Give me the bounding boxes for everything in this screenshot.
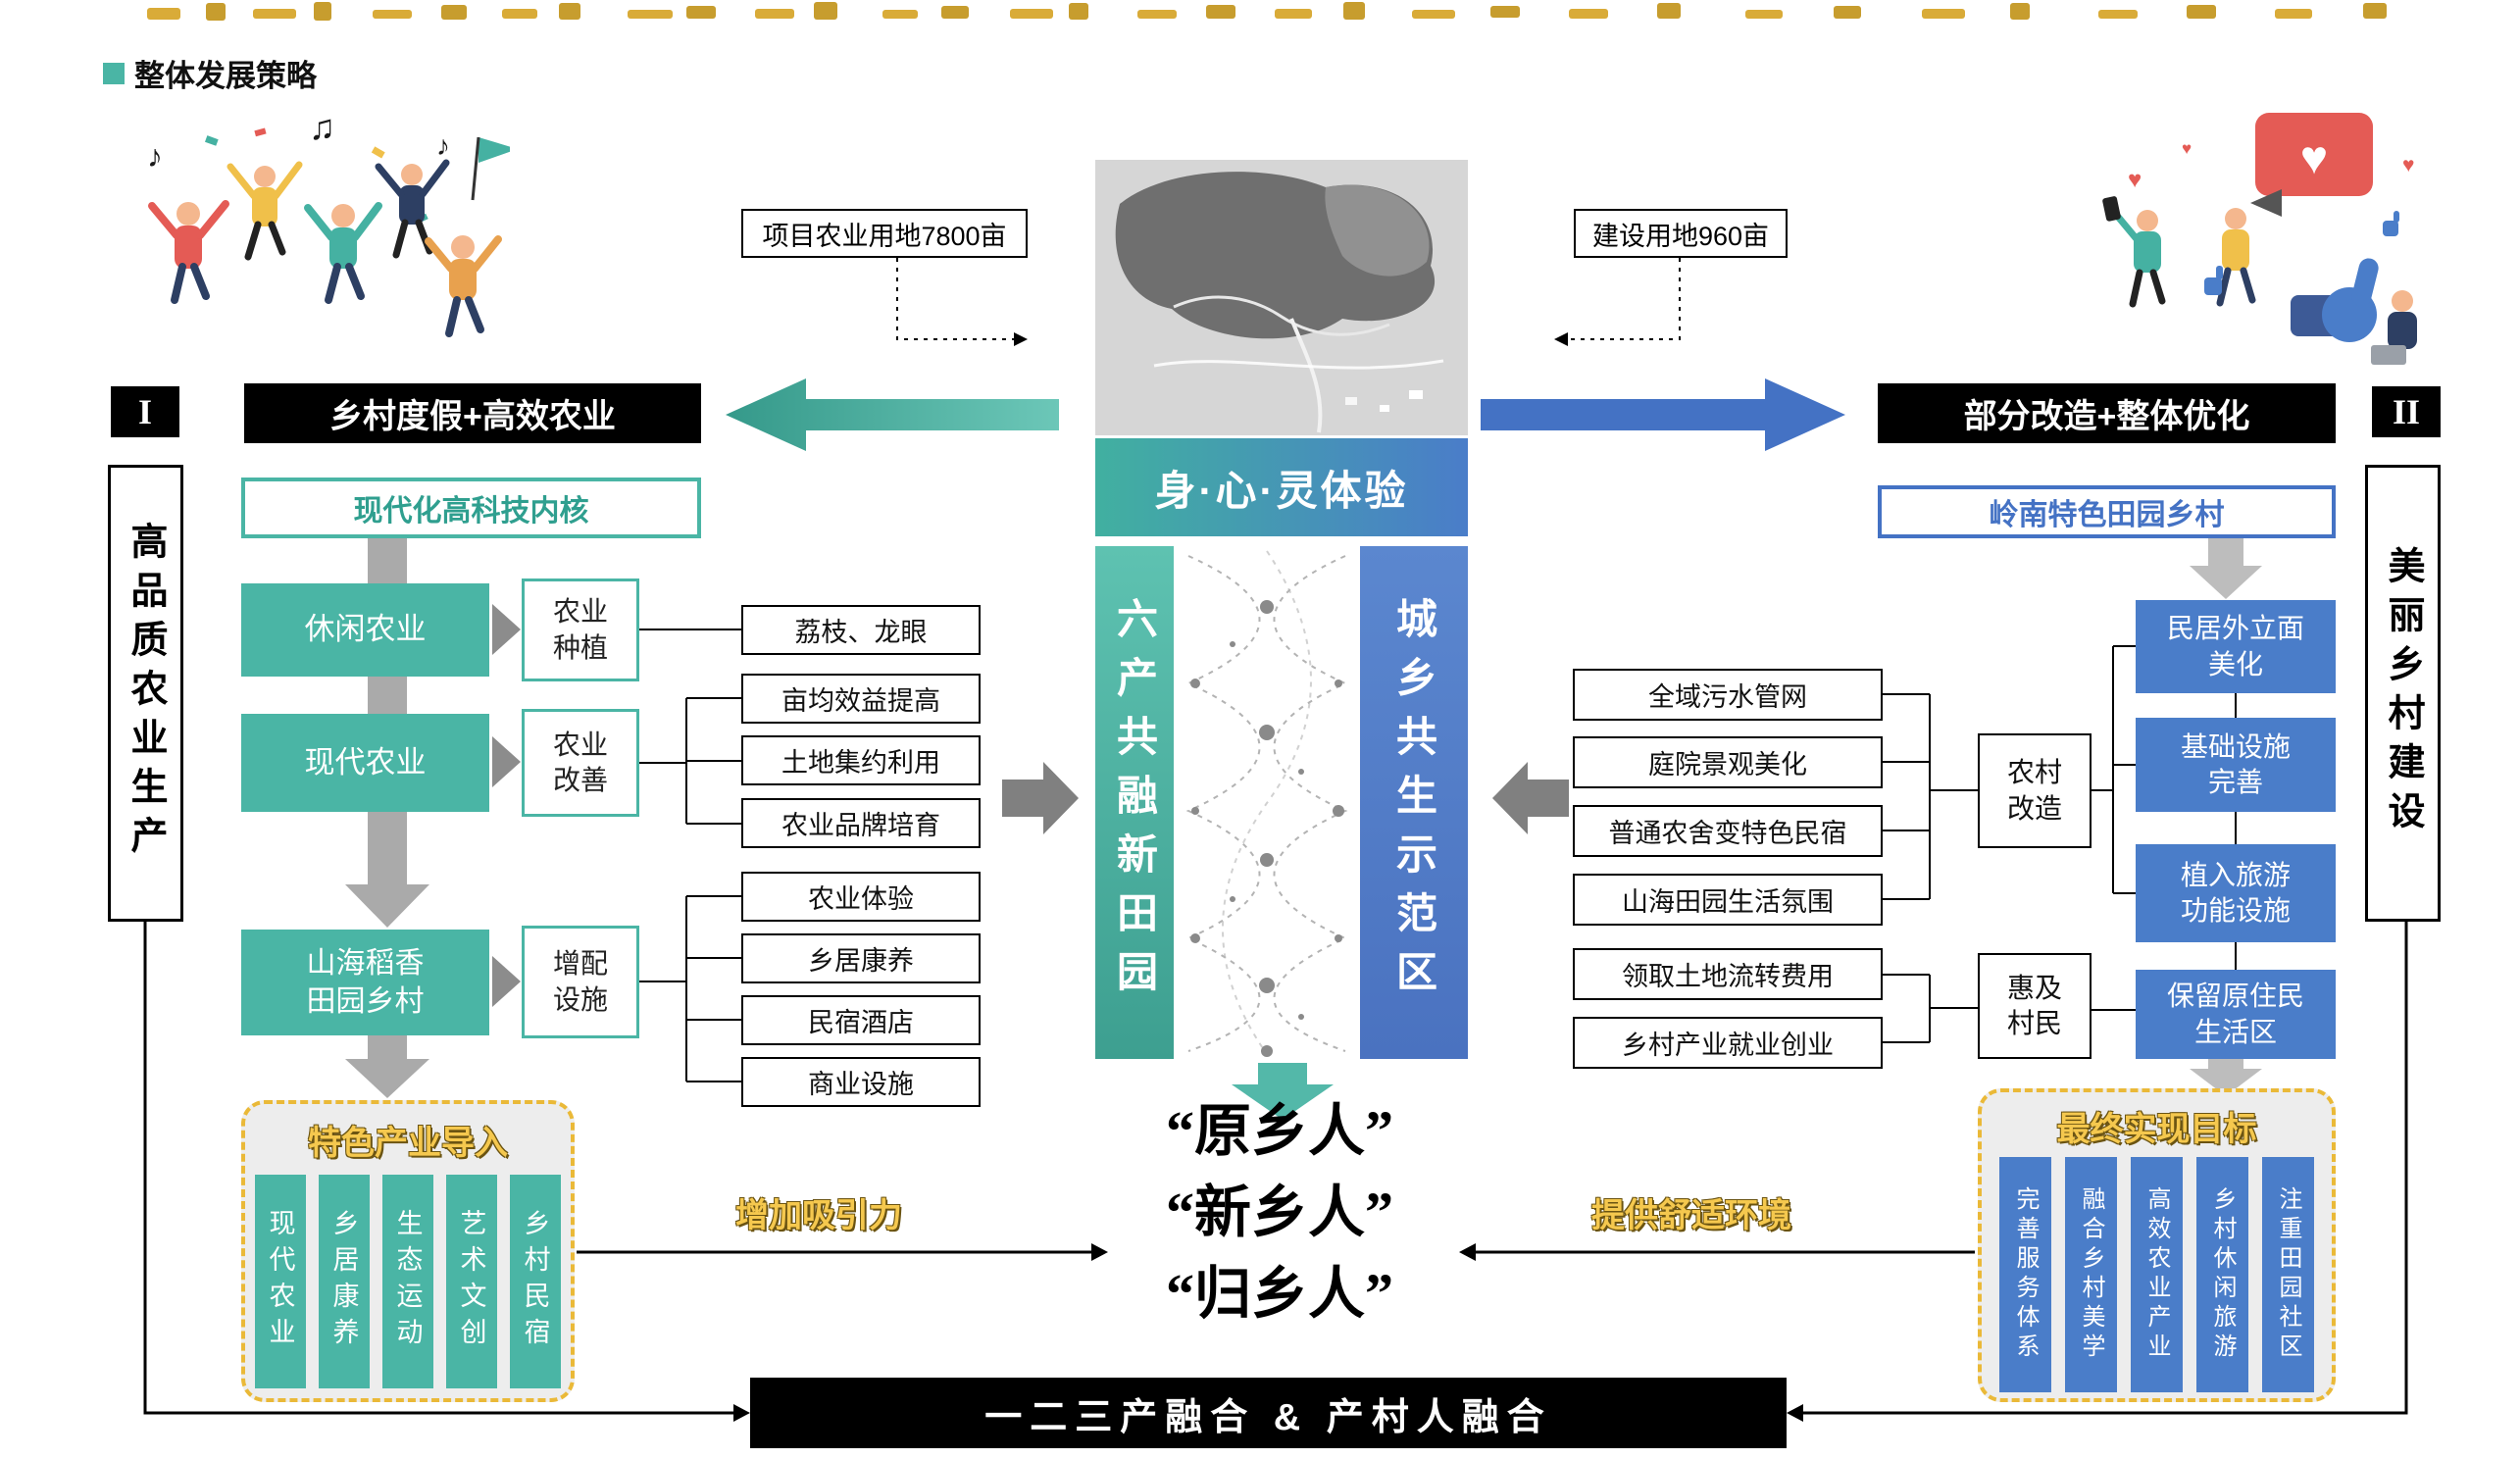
helix-graphic — [1185, 550, 1348, 1057]
dashed-callout-arrows — [896, 258, 1681, 346]
social-media-illustration: ♥ ♥ ♥ ♥ — [2102, 113, 2417, 365]
goal-item: 乡村休闲旅游 — [2196, 1157, 2248, 1392]
people-line: “归乡人” — [1165, 1262, 1393, 1326]
flag-icon — [479, 137, 510, 163]
people-title: “原乡人” “新乡人” “归乡人” — [981, 1090, 1579, 1334]
gray-flow-arrows-left — [345, 538, 429, 1098]
frame-connectors — [143, 922, 2408, 1415]
final-goal-title: 最终实现目标 — [2056, 1111, 2257, 1148]
megaphone-icon — [2250, 189, 2282, 217]
phone-icon — [2102, 196, 2121, 222]
industry-item: 乡居康养 — [319, 1175, 370, 1388]
blue-stage-infrastructure: 基础设施完善 — [2136, 718, 2336, 812]
music-note-icon: ♪ — [147, 138, 163, 174]
detail-item: 商业设施 — [741, 1057, 981, 1107]
people-line: “原乡人” — [1165, 1099, 1393, 1163]
gray-flow-arrows-right — [2190, 538, 2262, 1096]
detail-item: 土地集约利用 — [741, 735, 981, 785]
gray-arrow-into-center-left — [1002, 762, 1079, 834]
attract-label: 增加吸引力 — [735, 1197, 902, 1234]
feature-item: 乡村产业就业创业 — [1573, 1017, 1883, 1069]
link-rural-renovation: 农村改造 — [1978, 733, 2092, 848]
small-link-arrows — [492, 604, 521, 1007]
feature-item: 普通农舍变特色民宿 — [1573, 805, 1883, 857]
heart-icon: ♥ — [2402, 154, 2414, 176]
section-title: 整体发展策略 — [134, 59, 317, 93]
numeral-two-badge: II — [2372, 386, 2441, 437]
feature-item: 山海田园生活氛围 — [1573, 874, 1883, 926]
numeral-one-badge: I — [111, 386, 179, 437]
industry-item: 艺术文创 — [446, 1175, 497, 1388]
industry-item: 乡村民宿 — [510, 1175, 561, 1388]
goal-item: 融合乡村美学 — [2065, 1157, 2117, 1392]
link-agriculture-improvement: 农业改善 — [522, 709, 639, 817]
final-goal-box: 最终实现目标 完善服务体系 融合乡村美学 高效农业产业 乡村休闲旅游 注重田园社… — [1978, 1088, 2336, 1402]
detail-item: 农业体验 — [741, 872, 981, 922]
stage-modern-agriculture: 现代农业 — [241, 714, 489, 812]
like-card — [2255, 113, 2373, 196]
stage-leisure-agriculture: 休闲农业 — [241, 583, 489, 677]
bracket-connectors — [639, 629, 2237, 1082]
goal-item: 高效农业产业 — [2131, 1157, 2183, 1392]
music-note-icon: ♫ — [309, 107, 335, 147]
left-land-label: 项目农业用地7800亩 — [741, 209, 1028, 258]
blue-stage-residents: 保留原住民生活区 — [2136, 970, 2336, 1059]
stage-pastoral-village: 山海稻香田园乡村 — [241, 930, 489, 1035]
comfort-label: 提供舒适环境 — [1591, 1197, 1791, 1234]
center-pillar-right: 城乡共生示范区 — [1360, 546, 1468, 1059]
gray-arrow-into-center-right — [1492, 762, 1569, 834]
center-pillar-left: 六产共融新田园 — [1095, 546, 1174, 1059]
detail-item: 亩均效益提高 — [741, 674, 981, 724]
right-land-label: 建设用地960亩 — [1574, 209, 1788, 258]
experience-banner: 身·心·灵体验 — [1095, 438, 1468, 536]
thumbs-up-icon — [2291, 258, 2379, 342]
blue-right-arrow — [1481, 378, 1845, 451]
left-side-label: 高品质农业生产 — [108, 465, 183, 922]
section-header: 整体发展策略 — [103, 51, 317, 95]
feature-item: 全域污水管网 — [1573, 669, 1883, 721]
left-strategy-header: 乡村度假+高效农业 — [244, 383, 701, 443]
heart-icon: ♥ — [2300, 132, 2329, 184]
people-line: “新乡人” — [1165, 1181, 1393, 1244]
detail-item: 民宿酒店 — [741, 995, 981, 1045]
feature-item: 领取土地流转费用 — [1573, 948, 1883, 1000]
heart-icon: ♥ — [2128, 167, 2142, 193]
right-core-box: 岭南特色田园乡村 — [1878, 485, 2336, 538]
goal-item: 完善服务体系 — [1999, 1157, 2051, 1392]
link-added-facilities: 增配设施 — [522, 926, 639, 1038]
detail-item: 乡居康养 — [741, 933, 981, 983]
detail-item: 农业品牌培育 — [741, 798, 981, 848]
industry-import-title: 特色产业导入 — [308, 1125, 508, 1162]
detail-item: 荔枝、龙眼 — [741, 605, 981, 655]
clipped-title-fragments — [147, 2, 2387, 21]
industry-import-box: 特色产业导入 现代农业 乡居康养 生态运动 艺术文创 乡村民宿 — [241, 1100, 575, 1402]
feature-item: 庭院景观美化 — [1573, 736, 1883, 788]
teal-down-arrow — [1232, 1063, 1334, 1120]
right-strategy-header: 部分改造+整体优化 — [1878, 383, 2336, 443]
industry-item: 现代农业 — [255, 1175, 306, 1388]
celebration-illustration: ♪ ♫ ♪ — [147, 107, 510, 337]
link-benefit-villagers: 惠及村民 — [1978, 953, 2092, 1059]
blue-stage-facade: 民居外立面美化 — [2136, 600, 2336, 693]
industry-item: 生态运动 — [382, 1175, 433, 1388]
site-map-image — [1095, 160, 1468, 435]
goal-item: 注重田园社区 — [2262, 1157, 2314, 1392]
right-side-label: 美丽乡村建设 — [2365, 465, 2441, 922]
fusion-bar: 一二三产融合 & 产村人融合 — [750, 1378, 1787, 1448]
link-agriculture-planting: 农业种植 — [522, 579, 639, 681]
teal-left-arrow — [726, 378, 1059, 451]
music-note-icon: ♪ — [436, 130, 450, 161]
laptop-icon — [2371, 345, 2406, 365]
blue-stage-tourism: 植入旅游功能设施 — [2136, 844, 2336, 942]
heart-icon: ♥ — [2182, 139, 2192, 158]
left-core-box: 现代化高科技内核 — [241, 478, 701, 538]
section-bullet-icon — [103, 62, 125, 84]
